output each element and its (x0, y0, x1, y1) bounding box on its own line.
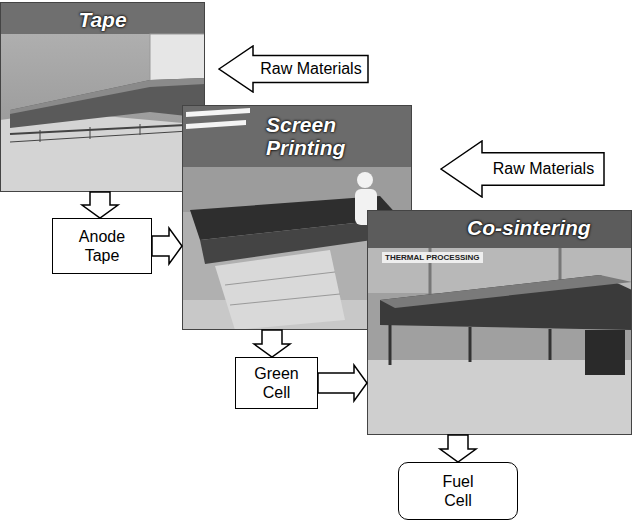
photo-label: Tape (0, 8, 205, 31)
photo-detail (367, 210, 632, 435)
photo-panel: Co-sintering (367, 210, 632, 435)
box-label: Anode Tape (72, 227, 132, 265)
photo-detail (585, 330, 625, 375)
sign-text: THERMAL PROCESSING (382, 252, 483, 263)
input-arrow: Raw Materials (440, 140, 605, 198)
flow-arrow (152, 228, 182, 264)
photo-detail (10, 124, 205, 134)
photo-detail (367, 210, 632, 248)
flow-arrow (254, 330, 290, 357)
box-label: Green Cell (252, 364, 302, 402)
photo-detail (186, 108, 250, 117)
photo-detail (549, 329, 552, 360)
co-sintering-photo (367, 210, 632, 435)
photo-detail (357, 172, 373, 188)
photo-border (1, 3, 205, 192)
photo-detail (140, 124, 141, 135)
photo-panel: Tape (0, 2, 205, 192)
flow-arrow (82, 192, 118, 218)
photo-detail (10, 78, 205, 128)
photo-detail (380, 275, 632, 330)
photo-detail (230, 294, 340, 305)
photo-detail (225, 272, 335, 285)
photo-detail (182, 105, 412, 167)
box-label: Raw Materials (260, 59, 361, 78)
box-label: Fuel Cell (433, 472, 483, 510)
photo-detail (90, 127, 91, 139)
arrow-outline-path (441, 141, 604, 197)
tape-photo (0, 2, 205, 192)
photo-detail (389, 325, 392, 365)
photo-detail (215, 250, 345, 330)
photo-detail (469, 327, 472, 362)
flow-arrow (440, 435, 476, 462)
photo-detail (10, 78, 205, 114)
photo-detail (0, 2, 205, 192)
process-box: Green Cell (235, 357, 318, 409)
photo-detail (0, 2, 205, 34)
input-arrow: Raw Materials (218, 45, 369, 93)
box-label: Raw Materials (493, 159, 594, 178)
photo-detail (10, 130, 205, 142)
photo-detail (186, 120, 246, 129)
arrow-outline-path (219, 46, 368, 92)
photo-border (368, 211, 632, 435)
photo-label: Co-sintering (467, 216, 622, 239)
output-box: Fuel Cell (398, 462, 518, 520)
photo-detail (380, 275, 632, 308)
flow-arrow (318, 365, 367, 401)
process-box: Anode Tape (52, 218, 152, 274)
photo-panel: Screen Printing (182, 105, 412, 330)
photo-label: Screen Printing (266, 113, 386, 159)
photo-detail (40, 130, 41, 142)
